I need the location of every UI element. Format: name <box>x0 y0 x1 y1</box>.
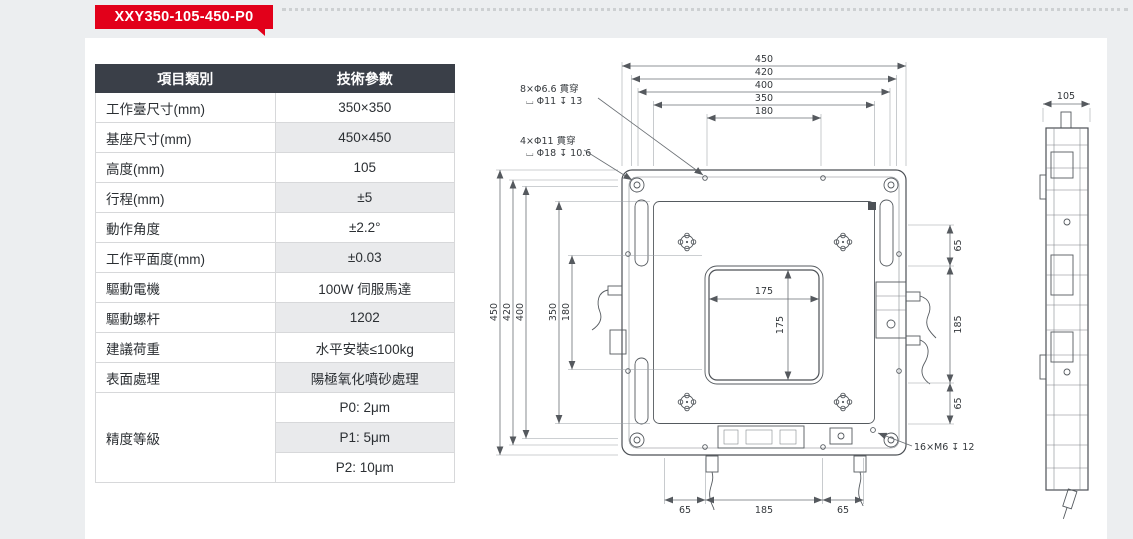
callout-text: 16×M6 ↧ 12 <box>914 442 974 453</box>
callout-4-holes: 4×Φ11 貫穿 ⌴ Φ18 ↧ 10.6 <box>520 135 633 181</box>
row-value: 350×350 <box>274 92 455 123</box>
row-label: 動作角度 <box>95 212 276 243</box>
callout-m6: 16×M6 ↧ 12 <box>877 432 974 453</box>
row-label: 工作臺尺寸(mm) <box>95 92 276 123</box>
callout-text: ⌴ Φ18 ↧ 10.6 <box>526 148 591 159</box>
dim-label: 175 <box>775 316 786 334</box>
dim-label: 185 <box>755 505 773 516</box>
row-label: 驅動電機 <box>95 272 276 303</box>
row-label: 驅動螺杆 <box>95 302 276 333</box>
bottom-dimensions: 65 185 65 <box>664 458 864 516</box>
row-value: ±5 <box>274 182 455 213</box>
table-row-precision: 精度等級 P0: 2μm <box>95 392 455 483</box>
col-header-item: 項目類別 <box>95 64 276 93</box>
row-value: 105 <box>274 152 455 183</box>
table-row: 動作角度±2.2° <box>95 212 455 243</box>
row-label: 基座尺寸(mm) <box>95 122 276 153</box>
dotted-rule <box>282 8 1128 11</box>
dim-label: 65 <box>837 505 849 516</box>
row-value: ±0.03 <box>274 242 455 273</box>
row-value: 100W 伺服馬達 <box>274 272 455 303</box>
table-row: 行程(mm)±5 <box>95 182 455 213</box>
dim-label: 105 <box>1057 91 1075 102</box>
row-label: 工作平面度(mm) <box>95 242 276 273</box>
technical-drawing: 450 420 400 350 180 450 420 400 350 180 … <box>489 54 1091 520</box>
alignment-mark <box>677 392 697 412</box>
row-value: 450×450 <box>274 122 455 153</box>
row-label: 建議荷重 <box>95 332 276 363</box>
dim-label: 400 <box>755 80 773 91</box>
alignment-mark <box>833 392 853 412</box>
bottom-screw <box>1062 488 1078 520</box>
center-dimensions: 175 175 <box>709 270 819 380</box>
left-dimensions: 450 420 400 350 180 <box>489 169 702 456</box>
callout-text: ⌴ Φ11 ↧ 13 <box>526 96 582 107</box>
table-row: 高度(mm)105 <box>95 152 455 183</box>
row-label: 表面處理 <box>95 362 276 393</box>
dim-label: 65 <box>953 397 964 409</box>
spec-table: 項目類別 技術參數 工作臺尺寸(mm)350×350 基座尺寸(mm)450×4… <box>95 64 455 483</box>
dim-label: 450 <box>489 303 500 321</box>
table-header-row: 項目類別 技術參數 <box>95 64 455 93</box>
table-row: 工作臺尺寸(mm)350×350 <box>95 92 455 123</box>
dim-label: 65 <box>953 239 964 251</box>
precision-p2: P2: 10μm <box>274 452 455 483</box>
row-label: 高度(mm) <box>95 152 276 183</box>
precision-label: 精度等級 <box>95 392 276 483</box>
badge-tail <box>256 28 265 36</box>
dim-label: 65 <box>679 505 691 516</box>
sensor-mark <box>868 202 876 210</box>
precision-p1: P1: 5μm <box>274 422 455 453</box>
alignment-mark <box>677 232 697 252</box>
row-label: 行程(mm) <box>95 182 276 213</box>
top-dimensions: 450 420 400 350 180 <box>621 54 907 166</box>
dim-label: 175 <box>755 286 773 297</box>
callout-text: 8×Φ6.6 貫穿 <box>520 83 579 95</box>
precision-p0: P0: 2μm <box>274 392 455 423</box>
right-dimensions: 65 185 65 <box>908 224 964 425</box>
row-value: ±2.2° <box>274 212 455 243</box>
alignment-mark <box>833 232 853 252</box>
dim-label: 350 <box>755 93 773 104</box>
dim-label: 185 <box>953 315 964 333</box>
dim-label: 180 <box>561 303 572 321</box>
table-row: 基座尺寸(mm)450×450 <box>95 122 455 153</box>
callout-text: 4×Φ11 貫穿 <box>520 135 576 147</box>
table-row: 表面處理陽極氧化噴砂處理 <box>95 362 455 393</box>
row-value: 水平安裝≤100kg <box>274 332 455 363</box>
model-title-badge: XXY350-105-450-P0 <box>95 5 273 36</box>
table-row: 建議荷重水平安裝≤100kg <box>95 332 455 363</box>
dim-label: 420 <box>755 67 773 78</box>
dim-label: 350 <box>548 303 559 321</box>
row-value: 1202 <box>274 302 455 333</box>
dim-label: 420 <box>502 303 513 321</box>
stage-side-view: 105 <box>1039 91 1091 520</box>
model-number: XXY350-105-450-P0 <box>114 9 254 25</box>
callout-8-holes: 8×Φ6.6 貫穿 ⌴ Φ11 ↧ 13 <box>520 83 704 176</box>
row-value: 陽極氧化噴砂處理 <box>274 362 455 393</box>
table-row-precision: P1: 5μm <box>96 422 455 453</box>
col-header-params: 技術參數 <box>274 64 455 93</box>
stage-top-view <box>591 169 937 511</box>
table-row: 工作平面度(mm)±0.03 <box>95 242 455 273</box>
dim-label: 180 <box>755 106 773 117</box>
dim-label: 400 <box>515 303 526 321</box>
table-row-precision: P2: 10μm <box>96 452 455 483</box>
dim-label: 450 <box>755 54 773 65</box>
